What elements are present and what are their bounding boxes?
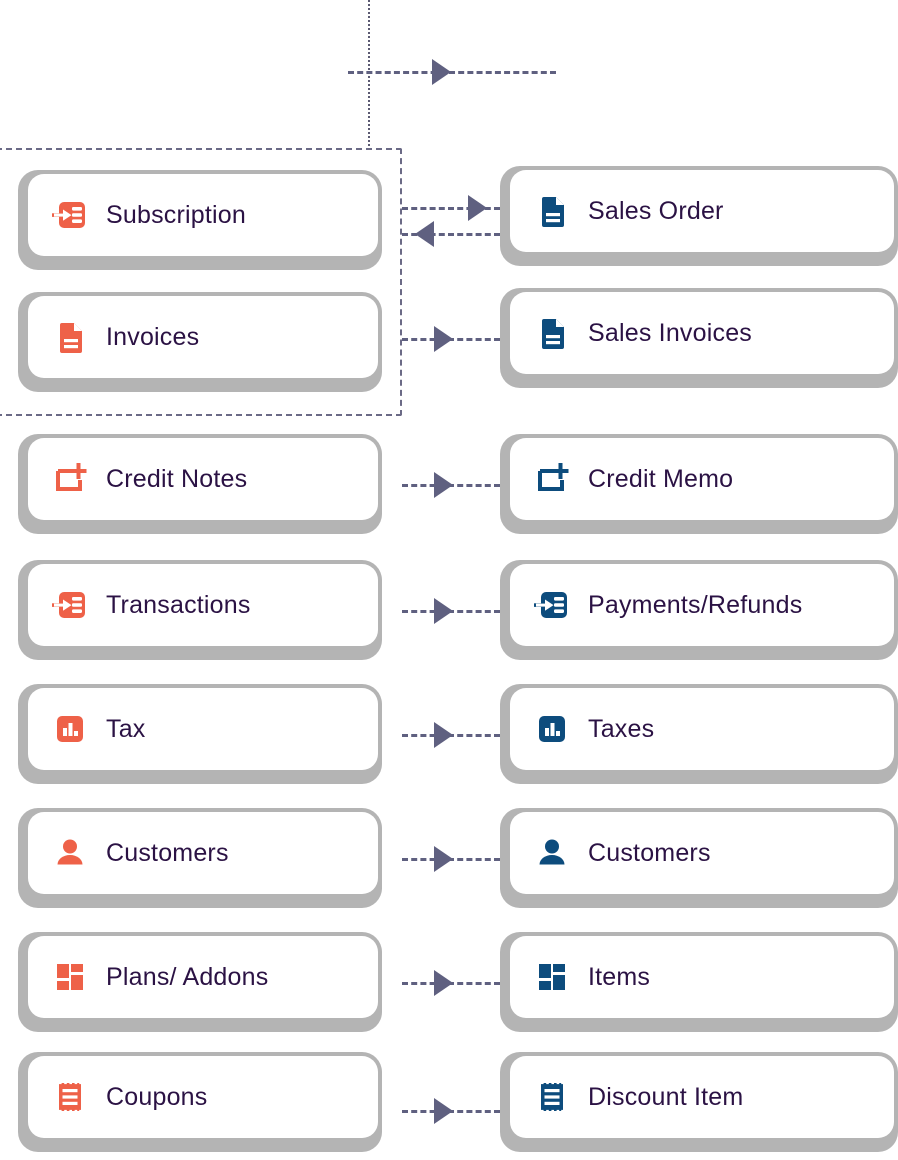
document-lines-icon (532, 191, 572, 231)
card-label: Subscription (106, 200, 246, 229)
card-label: Transactions (106, 590, 251, 619)
document-lines-icon (532, 313, 572, 353)
card-label: Taxes (588, 714, 655, 743)
card-label: Plans/ Addons (106, 962, 269, 991)
connector-row-1-forward (402, 207, 500, 210)
card-target-items[interactable]: Items (500, 932, 898, 1032)
card-target-sales-invoices[interactable]: Sales Invoices (500, 288, 898, 388)
bar-chart-icon (50, 709, 90, 749)
card-label: Credit Notes (106, 464, 248, 493)
card-face: Sales Invoices (510, 292, 894, 374)
card-label: Sales Invoices (588, 318, 752, 347)
card-source-credit-notes[interactable]: Credit Notes (18, 434, 382, 534)
connector-row-2-arrowhead (434, 326, 453, 352)
vertical-dotted-line (368, 0, 370, 150)
card-source-subscription[interactable]: Subscription (18, 170, 382, 270)
card-label: Items (588, 962, 651, 991)
card-source-plans-addons[interactable]: Plans/ Addons (18, 932, 382, 1032)
card-label: Invoices (106, 322, 200, 351)
bar-chart-icon (532, 709, 572, 749)
card-label: Discount Item (588, 1082, 744, 1111)
card-source-invoices[interactable]: Invoices (18, 292, 382, 392)
card-face: Subscription (28, 174, 378, 256)
grid-blocks-icon (532, 957, 572, 997)
card-source-customers[interactable]: Customers (18, 808, 382, 908)
card-label: Customers (106, 838, 229, 867)
card-target-taxes[interactable]: Taxes (500, 684, 898, 784)
arrow-into-list-icon (532, 585, 572, 625)
square-plus-outline-icon (50, 459, 90, 499)
person-icon (50, 833, 90, 873)
card-face: Plans/ Addons (28, 936, 378, 1018)
square-plus-outline-icon (532, 459, 572, 499)
connector-row-1-back (402, 233, 500, 236)
card-target-customers[interactable]: Customers (500, 808, 898, 908)
arrow-into-list-icon (50, 195, 90, 235)
connector-row-7-arrowhead (434, 970, 453, 996)
receipt-icon (50, 1077, 90, 1117)
connector-row-3-arrowhead (434, 472, 453, 498)
card-label: Credit Memo (588, 464, 734, 493)
card-face: Coupons (28, 1056, 378, 1138)
top-outgoing-connector (348, 71, 556, 74)
card-source-coupons[interactable]: Coupons (18, 1052, 382, 1152)
card-face: Taxes (510, 688, 894, 770)
connector-row-1-arrowhead-left (415, 221, 434, 247)
card-face: Discount Item (510, 1056, 894, 1138)
card-face: Payments/Refunds (510, 564, 894, 646)
card-face: Customers (28, 812, 378, 894)
card-face: Credit Memo (510, 438, 894, 520)
card-face: Transactions (28, 564, 378, 646)
person-icon (532, 833, 572, 873)
arrow-into-list-icon (50, 585, 90, 625)
card-target-credit-memo[interactable]: Credit Memo (500, 434, 898, 534)
connector-row-6-arrowhead (434, 846, 453, 872)
card-label: Coupons (106, 1082, 208, 1111)
card-face: Credit Notes (28, 438, 378, 520)
card-target-payments-refunds[interactable]: Payments/Refunds (500, 560, 898, 660)
card-label: Payments/Refunds (588, 590, 803, 619)
card-face: Invoices (28, 296, 378, 378)
card-target-discount-item[interactable]: Discount Item (500, 1052, 898, 1152)
card-face: Tax (28, 688, 378, 770)
card-face: Items (510, 936, 894, 1018)
connector-row-5-arrowhead (434, 722, 453, 748)
document-lines-icon (50, 317, 90, 357)
card-source-tax[interactable]: Tax (18, 684, 382, 784)
receipt-icon (532, 1077, 572, 1117)
card-face: Sales Order (510, 170, 894, 252)
card-target-sales-order[interactable]: Sales Order (500, 166, 898, 266)
card-face: Customers (510, 812, 894, 894)
connector-row-8-arrowhead (434, 1098, 453, 1124)
connector-row-4-arrowhead (434, 598, 453, 624)
card-source-transactions[interactable]: Transactions (18, 560, 382, 660)
top-outgoing-arrowhead (432, 59, 451, 85)
connector-row-1-arrowhead-right (468, 195, 487, 221)
card-label: Customers (588, 838, 711, 867)
grid-blocks-icon (50, 957, 90, 997)
card-label: Tax (106, 714, 146, 743)
card-label: Sales Order (588, 196, 724, 225)
